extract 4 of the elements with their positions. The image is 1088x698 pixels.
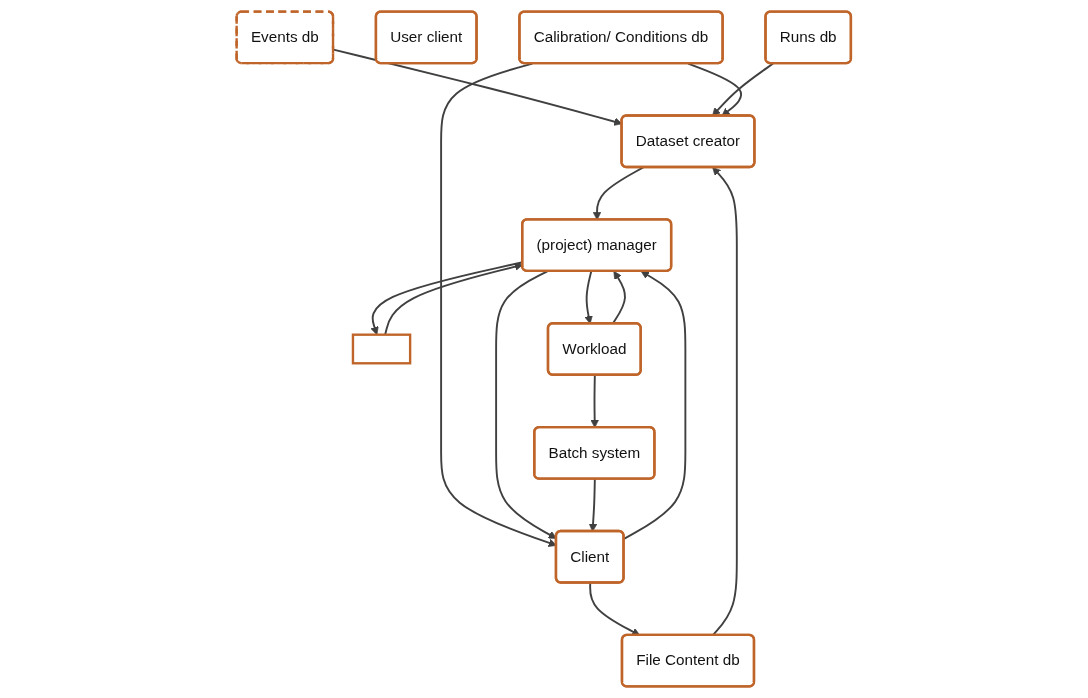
node-box — [352, 333, 412, 365]
arrow — [590, 374, 600, 428]
arrow — [589, 478, 598, 532]
arrow — [623, 270, 687, 540]
